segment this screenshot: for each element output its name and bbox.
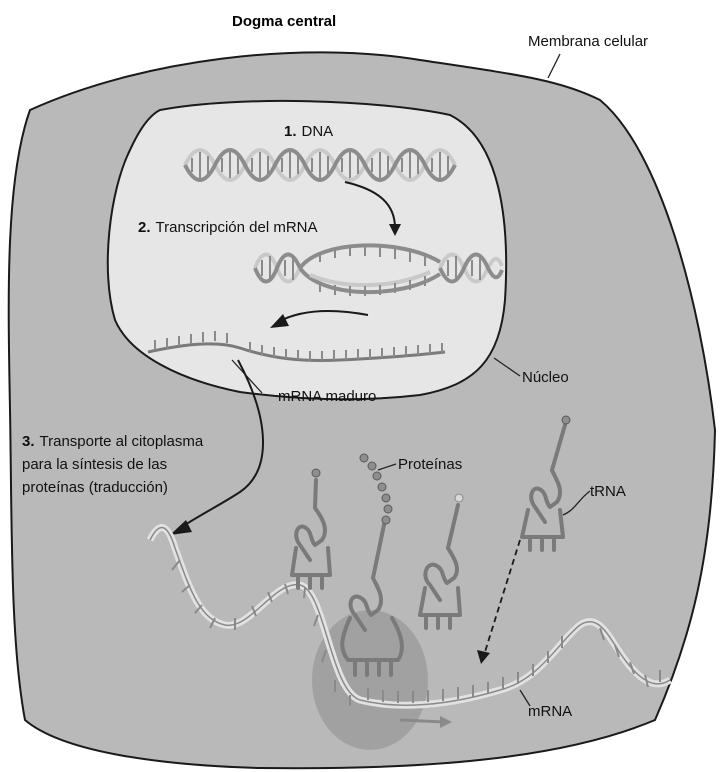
- membrane-pointer: [548, 54, 560, 78]
- mature-mrna-label: mRNA maduro: [278, 388, 376, 405]
- step2-label: 2.Transcripción del mRNA: [138, 219, 318, 236]
- trna-label: tRNA: [590, 483, 626, 500]
- proteins-label: Proteínas: [398, 456, 462, 473]
- step3-label-line2: para la síntesis de las: [22, 456, 167, 473]
- ribosome: [312, 610, 428, 750]
- step3-label-line1: 3.Transporte al citoplasma: [22, 433, 204, 450]
- nucleus-label: Núcleo: [522, 369, 569, 386]
- step1-label: 1.DNA: [284, 123, 333, 140]
- diagram-title: Dogma central: [232, 13, 336, 30]
- membrane-label: Membrana celular: [528, 33, 648, 50]
- ribosome-direction-arrow: [400, 720, 445, 722]
- mrna-label: mRNA: [528, 703, 572, 720]
- step3-label-line3: proteínas (traducción): [22, 479, 168, 496]
- nucleus: [108, 101, 506, 399]
